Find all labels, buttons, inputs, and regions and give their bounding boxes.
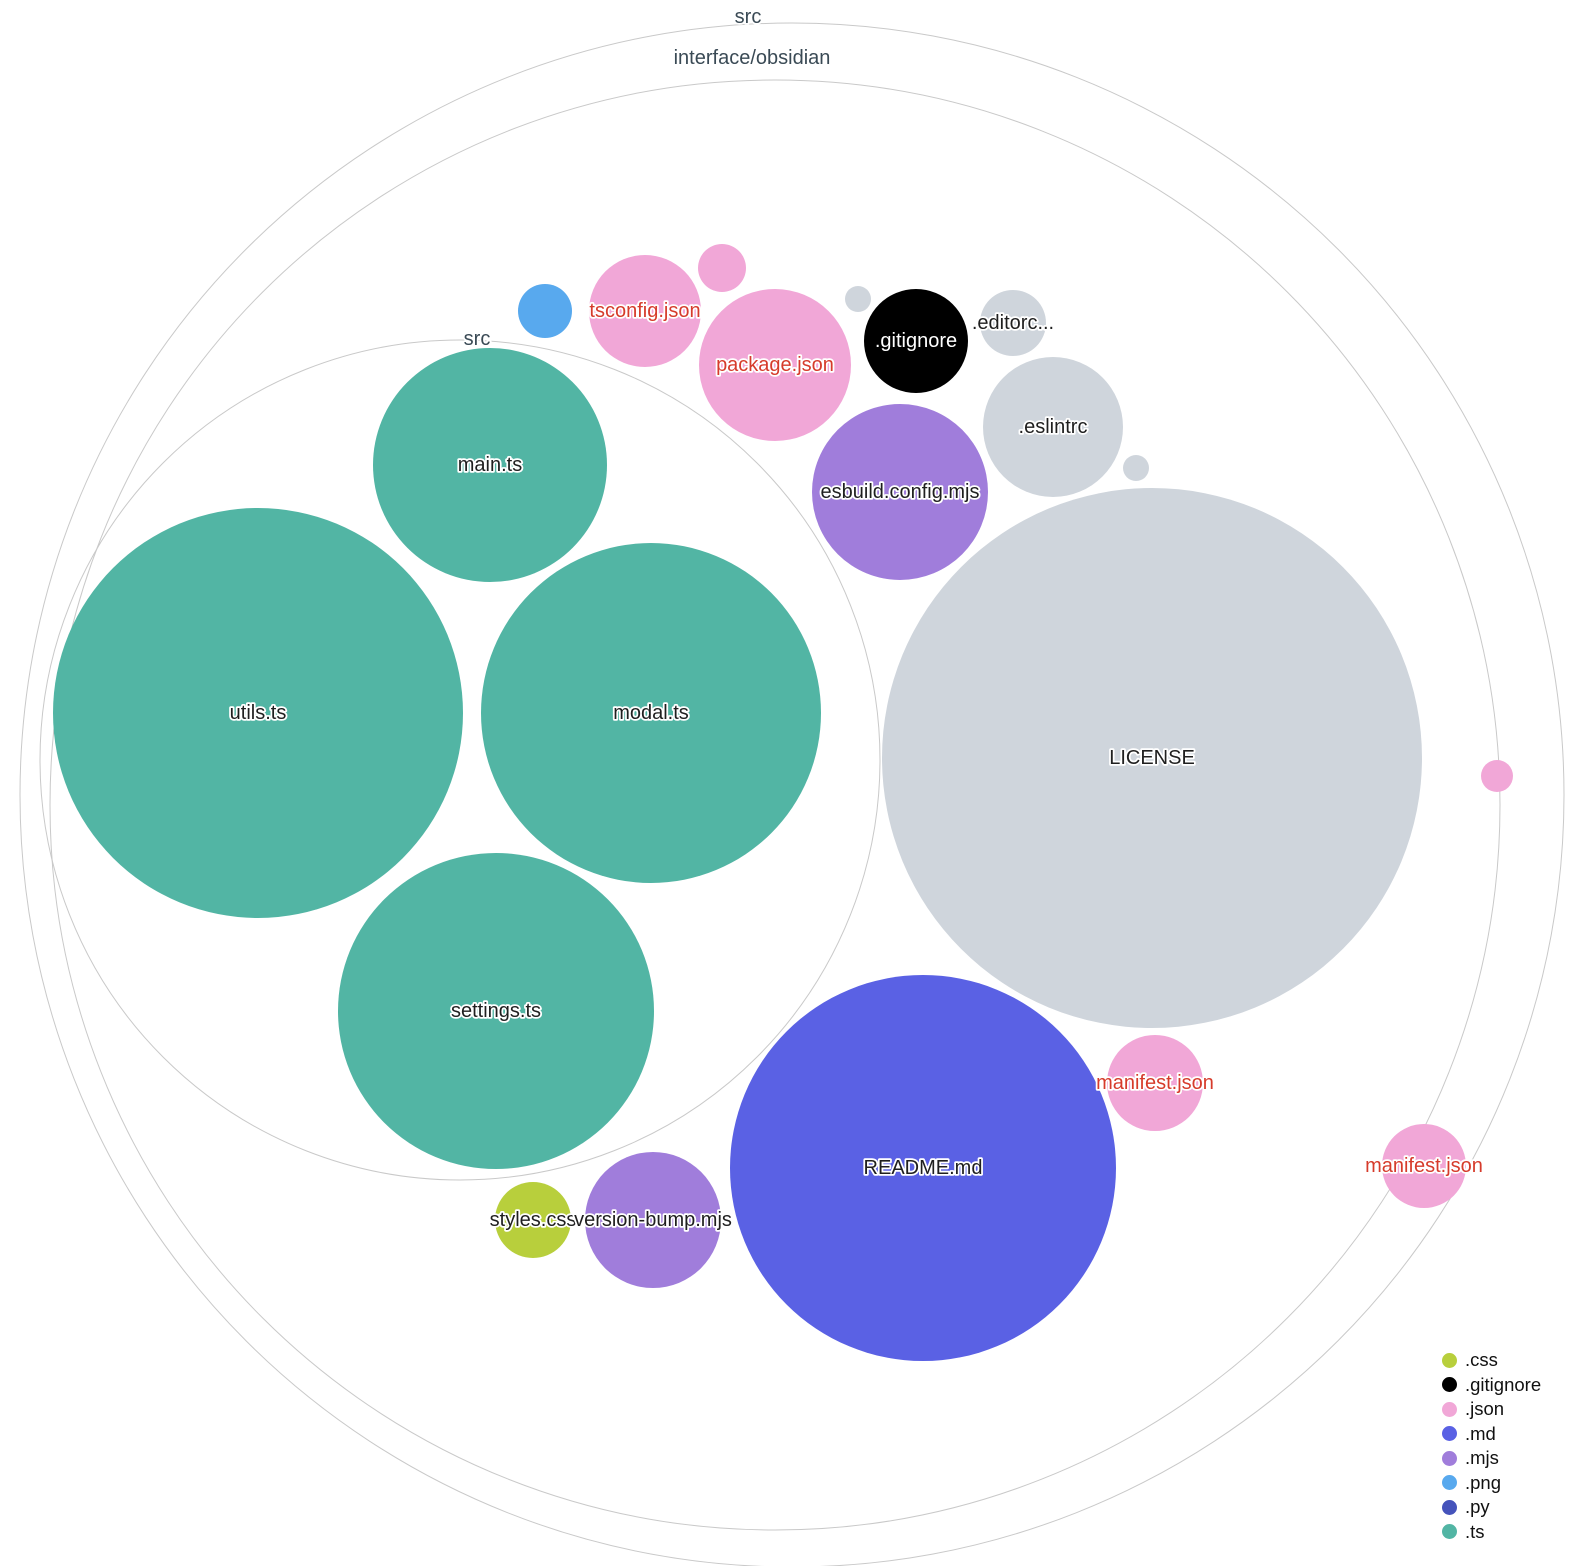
file-bubble-manifest-json[interactable] (1382, 1124, 1466, 1208)
folder-circle-interface-obsidian (49, 79, 1501, 1531)
file-bubble-version-bump-mjs[interactable] (585, 1152, 721, 1288)
file-bubble-settings-ts[interactable] (338, 853, 654, 1169)
folder-label-interface-obsidian: interface/obsidian (674, 47, 831, 69)
legend-label-json: .json (1465, 1398, 1505, 1420)
file-label-styles-css: styles.css (490, 1209, 577, 1231)
file-bubble-readme-md[interactable] (730, 975, 1116, 1361)
file-label-eslintrc: .eslintrc (1019, 416, 1088, 438)
file-label-main-ts: main.ts (458, 454, 522, 476)
file-label-manifest-json: manifest.json (1096, 1072, 1214, 1094)
file-bubble-eslintrc[interactable] (983, 357, 1123, 497)
file-bubble-styles-css[interactable] (495, 1182, 571, 1258)
file-label-esbuild-config-mjs: esbuild.config.mjs (821, 481, 980, 503)
folder-circle-src-inner (39, 339, 881, 1181)
file-bubble-gitignore[interactable] (864, 289, 968, 393)
file-label-package-json: package.json (716, 354, 834, 376)
legend-label-ts: .ts (1465, 1520, 1485, 1542)
legend-label-mjs: .mjs (1465, 1447, 1499, 1469)
file-label-settings-ts: settings.ts (451, 1000, 541, 1022)
file-label-manifest-json: manifest.json (1365, 1155, 1483, 1177)
file-label-utils-ts: utils.ts (230, 702, 287, 724)
file-bubble-bubble[interactable] (845, 286, 871, 312)
legend-dot-mjs (1442, 1450, 1457, 1466)
legend-dot-md (1442, 1426, 1457, 1442)
legend-dot-css (1442, 1352, 1457, 1368)
legend-item-ts: .ts (1442, 1520, 1541, 1545)
file-bubble-tsconfig-json[interactable] (589, 255, 701, 367)
legend-dot-gitignore (1442, 1377, 1457, 1393)
file-label-tsconfig-json: tsconfig.json (589, 300, 700, 322)
legend-dot-png (1442, 1475, 1457, 1491)
legend-label-css: .css (1465, 1349, 1498, 1371)
folder-label-src-outer: src (735, 6, 762, 28)
file-bubble-esbuild-config-mjs[interactable] (812, 404, 988, 580)
file-bubble-manifest-json[interactable] (1107, 1035, 1203, 1131)
file-label-modal-ts: modal.ts (613, 702, 689, 724)
file-bubble-bubble[interactable] (698, 244, 746, 292)
file-bubble-bubble[interactable] (1123, 455, 1149, 481)
file-bubble-modal-ts[interactable] (481, 543, 821, 883)
file-bubble-utils-ts[interactable] (53, 508, 463, 918)
legend-item-md: .md (1442, 1422, 1541, 1447)
legend-item-py: .py (1442, 1495, 1541, 1520)
legend-item-png: .png (1442, 1471, 1541, 1496)
legend-label-gitignore: .gitignore (1465, 1373, 1542, 1395)
legend-label-png: .png (1465, 1471, 1502, 1493)
legend-label-py: .py (1465, 1496, 1490, 1518)
legend-item-gitignore: .gitignore (1442, 1373, 1541, 1398)
file-label-gitignore: .gitignore (875, 330, 957, 352)
file-label-readme-md: README.md (864, 1157, 983, 1179)
file-label-license: LICENSE (1109, 747, 1195, 769)
legend-dot-ts (1442, 1524, 1457, 1540)
legend-dot-py (1442, 1499, 1457, 1515)
legend-item-json: .json (1442, 1397, 1541, 1422)
file-bubble-bubble[interactable] (518, 284, 572, 338)
file-bubble-main-ts[interactable] (373, 348, 607, 582)
file-bubble-bubble[interactable] (1481, 760, 1513, 792)
file-label-version-bump-mjs: version-bump.mjs (574, 1209, 732, 1231)
legend: .css.gitignore .json.md .mjs.png .py.ts (1442, 1348, 1541, 1544)
legend-dot-json (1442, 1401, 1457, 1417)
file-bubble-package-json[interactable] (699, 289, 851, 441)
file-bubble-license[interactable] (882, 488, 1422, 1028)
legend-label-md: .md (1465, 1422, 1496, 1444)
folder-circle-src-outer (19, 22, 1565, 1566)
legend-item-css: .css (1442, 1348, 1541, 1373)
legend-item-mjs: .mjs (1442, 1446, 1541, 1471)
file-bubble-editorc[interactable] (980, 290, 1046, 356)
file-label-editorc: .editorc... (972, 312, 1054, 334)
folder-label-src-inner: src (464, 328, 491, 350)
